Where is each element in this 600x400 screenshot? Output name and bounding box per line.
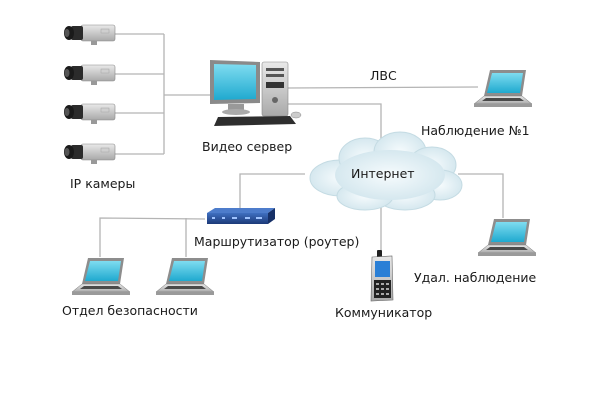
ip-camera-icon xyxy=(63,64,116,86)
lan-label: ЛВС xyxy=(370,68,397,83)
line-server-internet xyxy=(288,103,382,140)
remote-monitoring-label: Удал. наблюдение xyxy=(414,270,537,285)
communicator-phone-icon xyxy=(370,250,394,302)
monitoring-1-laptop-icon xyxy=(473,69,533,108)
ip-camera-icon xyxy=(63,103,116,125)
router-label: Маршрутизатор (роутер) xyxy=(194,234,360,249)
video-server-icon xyxy=(210,60,302,126)
security-laptop-icon xyxy=(71,257,131,296)
line-router-security xyxy=(99,217,206,257)
internet-label: Интернет xyxy=(351,166,415,181)
router-icon xyxy=(207,208,275,224)
security-laptop-icon xyxy=(155,257,215,296)
video-server-label: Видео сервер xyxy=(202,139,293,154)
monitoring-1-label: Наблюдение №1 xyxy=(421,123,530,138)
ip-camera-icon xyxy=(63,143,116,165)
communicator-label: Коммуникатор xyxy=(335,305,433,320)
remote-monitoring-laptop-icon xyxy=(477,218,537,257)
security-dept-label: Отдел безопасности xyxy=(62,303,198,318)
line-lan xyxy=(287,86,479,89)
ip-cameras-label: IP камеры xyxy=(70,176,136,191)
ip-camera-icon xyxy=(63,24,116,46)
line-internet-router xyxy=(239,173,305,221)
internet-cloud-icon xyxy=(309,131,463,211)
line-internet-remote xyxy=(458,173,504,218)
connection-lines xyxy=(99,33,504,257)
